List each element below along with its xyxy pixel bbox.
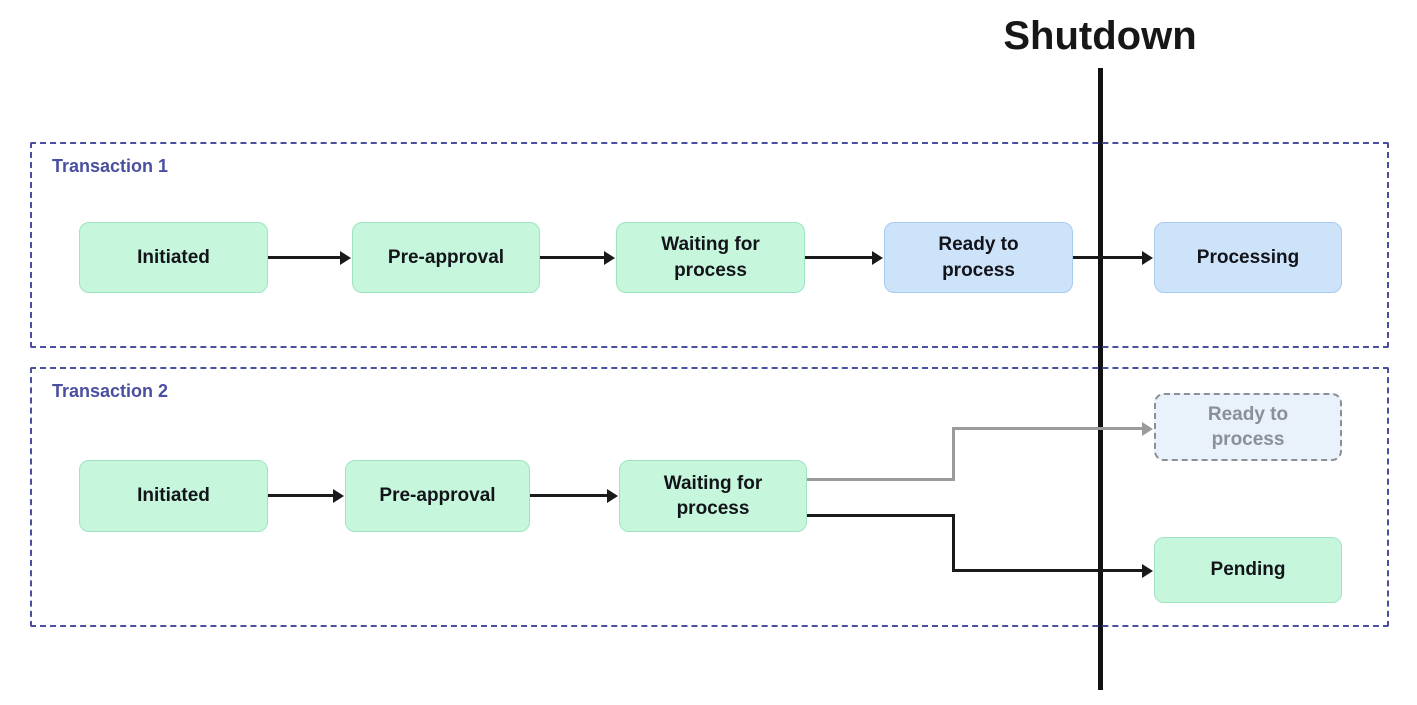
node-label: Pending — [1210, 559, 1286, 581]
arrowhead-icon — [872, 251, 883, 265]
arrowhead-icon — [607, 489, 618, 503]
lane-label-transaction-2: Transaction 2 — [52, 381, 169, 401]
connector-t2-waiting-to-pending-seg-h1 — [807, 514, 955, 517]
arrowhead-icon — [604, 251, 615, 265]
node-label: Pre-approval — [379, 485, 496, 507]
lane-transaction-1: Transaction 1 — [30, 142, 1389, 348]
connector-t2-waiting-to-pending-seg-h2 — [952, 569, 1142, 572]
node-t1-ready-to-process[interactable]: Ready to process — [884, 222, 1073, 293]
node-label: Ready to process — [938, 232, 1018, 282]
node-label-line-1: Waiting for — [663, 472, 763, 494]
node-label: Pre-approval — [387, 246, 505, 268]
node-label: Waiting for process — [664, 471, 763, 521]
shutdown-vertical-line — [1098, 68, 1103, 690]
node-label: Waiting for process — [661, 232, 760, 282]
node-label: Ready to process — [1208, 402, 1288, 452]
node-label-line-2: process — [676, 498, 750, 519]
node-t2-pre-approval[interactable]: Pre-approval — [345, 460, 530, 532]
connector-t2-pre-approval-to-waiting — [530, 494, 607, 497]
node-t2-ready-to-process-ghost[interactable]: Ready to process — [1154, 393, 1342, 461]
lane-label-transaction-1: Transaction 1 — [52, 156, 169, 176]
node-label: Initiated — [137, 485, 210, 507]
node-label-line-1: Waiting for — [661, 234, 760, 256]
node-t2-pending[interactable]: Pending — [1154, 537, 1342, 603]
connector-t2-waiting-to-pending-seg-v — [952, 514, 955, 572]
arrowhead-icon — [340, 251, 351, 265]
shutdown-title: Shutdown — [1003, 14, 1197, 58]
node-label-line-2: process — [942, 259, 1015, 281]
connector-t2-initiated-to-pre-approval — [268, 494, 333, 497]
node-t1-waiting-for-process[interactable]: Waiting for process — [616, 222, 805, 293]
connector-t2-waiting-to-ready-seg-h1 — [807, 478, 955, 481]
arrowhead-icon — [1142, 251, 1153, 265]
node-label-line-1: Ready to — [938, 234, 1019, 256]
node-label-line-2: process — [1211, 429, 1285, 450]
lane-transaction-2: Transaction 2 — [30, 367, 1389, 627]
connector-t2-waiting-to-ready-seg-v — [952, 427, 955, 481]
arrowhead-icon — [333, 489, 344, 503]
connector-t2-waiting-to-ready-seg-h2 — [952, 427, 1142, 430]
node-t1-pre-approval[interactable]: Pre-approval — [352, 222, 540, 293]
node-t1-processing[interactable]: Processing — [1154, 222, 1342, 293]
connector-t1-waiting-to-ready — [805, 256, 872, 259]
node-t1-initiated[interactable]: Initiated — [79, 222, 268, 293]
node-label: Initiated — [137, 246, 210, 268]
node-t2-initiated[interactable]: Initiated — [79, 460, 268, 532]
node-label-line-2: process — [674, 259, 747, 281]
connector-t1-ready-to-processing — [1073, 256, 1142, 259]
node-label: Processing — [1196, 246, 1300, 268]
node-label-line-1: Ready to — [1207, 403, 1289, 425]
node-t2-waiting-for-process[interactable]: Waiting for process — [619, 460, 807, 532]
connector-t1-pre-approval-to-waiting — [540, 256, 604, 259]
arrowhead-icon — [1142, 422, 1153, 436]
connector-t1-initiated-to-pre-approval — [268, 256, 340, 259]
arrowhead-icon — [1142, 564, 1153, 578]
